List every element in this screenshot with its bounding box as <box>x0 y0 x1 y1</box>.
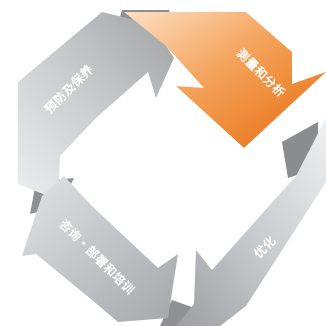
band-consult-deploy-train <box>22 176 178 322</box>
